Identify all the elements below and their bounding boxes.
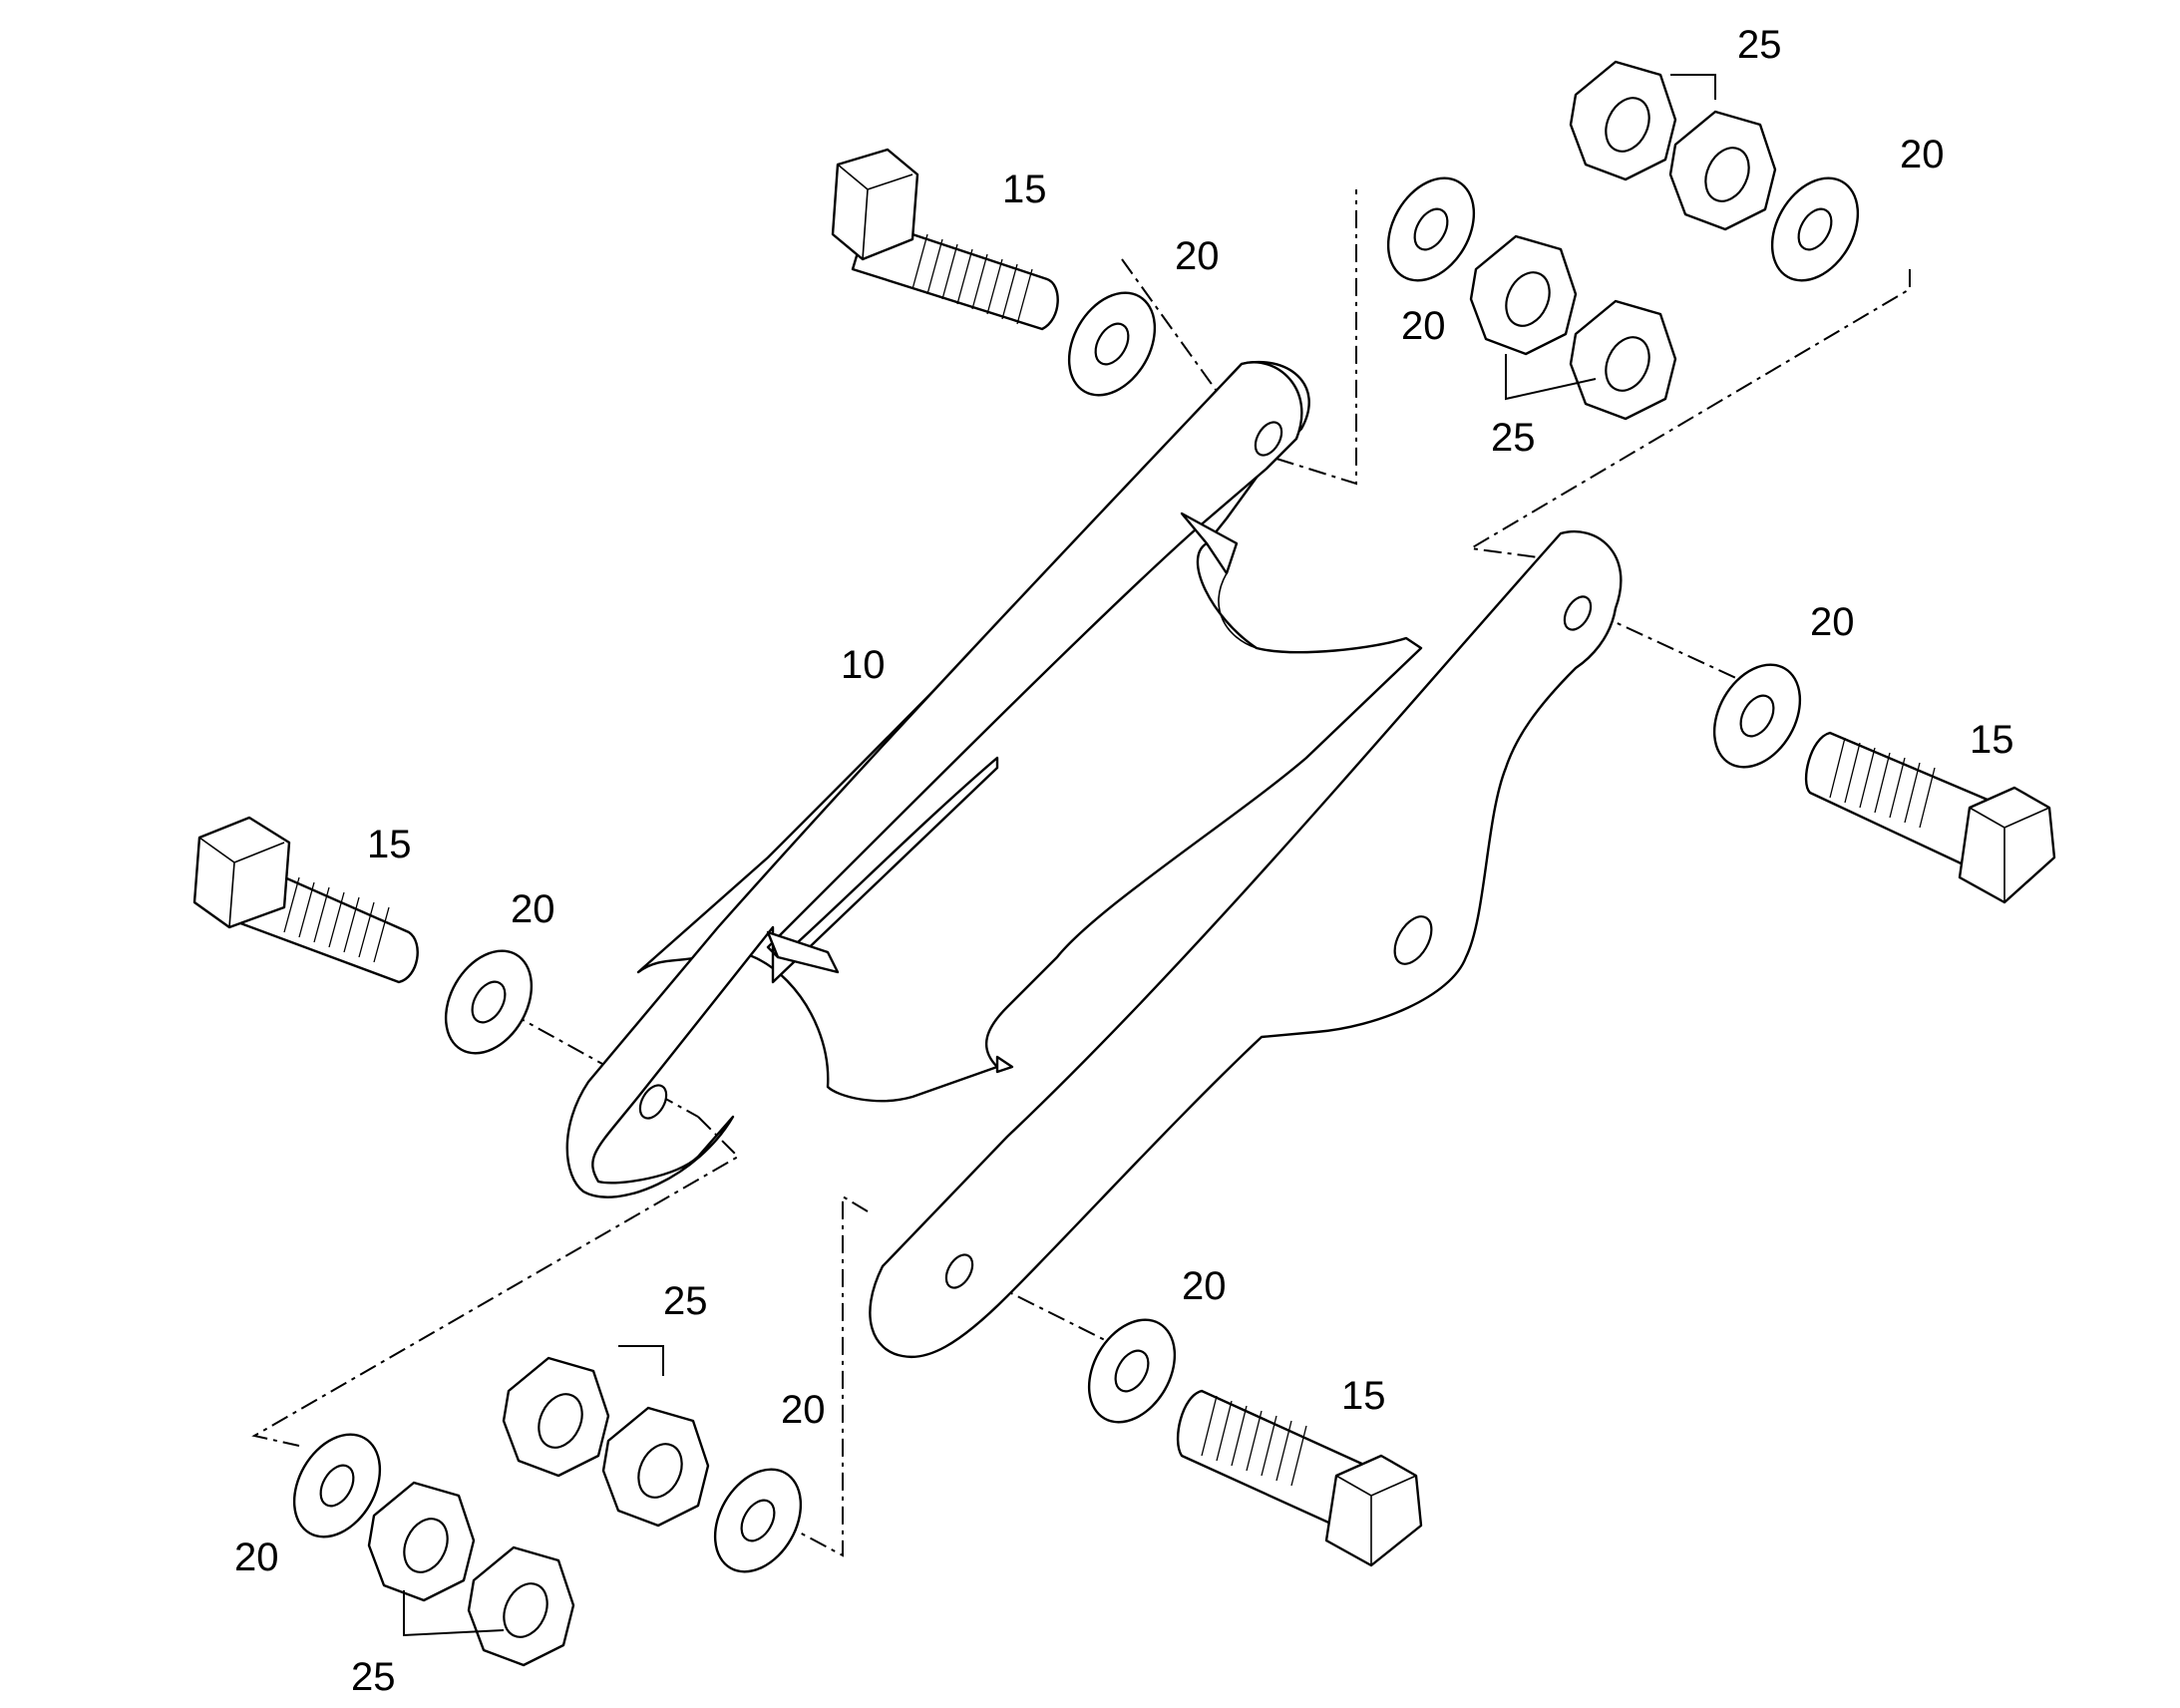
- label-bolt-right: 15: [1970, 718, 2014, 762]
- label-washer-left: 20: [511, 887, 555, 931]
- support-bracket: [565, 360, 1623, 1359]
- label-nut-bottom-mid: 25: [663, 1279, 708, 1323]
- nut-bottom-c: [367, 1481, 476, 1602]
- part-labels: 10 15 15 15 15 20 20 20 20 20 20 20 20 2…: [234, 23, 2014, 1699]
- bolt-left: [192, 816, 419, 984]
- label-washer-top-right: 20: [1900, 133, 1945, 176]
- label-washer-bottom-left: 20: [234, 1536, 279, 1579]
- label-bolt-left: 15: [367, 823, 412, 866]
- nut-top-b: [1668, 110, 1777, 231]
- label-washer-top-left: 20: [1175, 234, 1220, 278]
- nut-bottom-b: [601, 1406, 710, 1528]
- nut-mid-a: [1469, 234, 1578, 356]
- bolt-top-left: [831, 148, 1059, 331]
- label-nut-top: 25: [1737, 23, 1782, 67]
- label-bolt-bottom: 15: [1341, 1374, 1386, 1418]
- label-bolt-top-left: 15: [1002, 168, 1047, 211]
- nut-mid-b: [1569, 299, 1677, 421]
- washers: [292, 176, 1860, 1573]
- label-washer-bottom-right: 20: [781, 1388, 826, 1432]
- nut-top-a: [1569, 60, 1677, 181]
- label-washer-top-mid: 20: [1401, 304, 1446, 348]
- label-nut-bottom-left: 25: [351, 1655, 396, 1699]
- nut-bottom-a: [502, 1356, 610, 1478]
- nuts: [367, 60, 1777, 1667]
- label-brackets: [403, 74, 1716, 1637]
- label-washer-right: 20: [1810, 600, 1855, 644]
- bolt-bottom: [1176, 1389, 1423, 1567]
- label-nut-mid: 25: [1491, 416, 1536, 460]
- label-part-10: 10: [841, 643, 886, 687]
- label-washer-bottom-mid: 20: [1182, 1264, 1227, 1308]
- bolt-right: [1804, 731, 2056, 904]
- nut-bottom-d: [467, 1545, 575, 1667]
